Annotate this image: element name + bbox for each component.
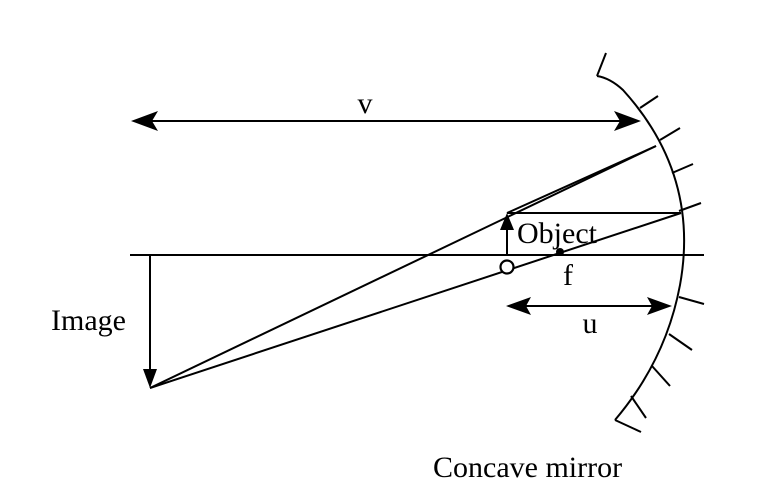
ray-reflected-back — [149, 145, 657, 389]
u-arrowhead-left — [506, 297, 531, 315]
image-label: Image — [51, 304, 126, 337]
v-label: v — [358, 87, 373, 120]
mirror-hatch — [659, 127, 681, 141]
mirror-hatch — [596, 52, 607, 77]
f-label: f — [563, 259, 573, 292]
v-arrowhead-left — [131, 111, 158, 131]
mirror-hatch — [678, 202, 702, 212]
v-arrowhead-right — [614, 111, 641, 131]
object-arrowhead — [500, 213, 514, 230]
mirror-hatch — [639, 95, 659, 109]
image-arrow — [143, 255, 157, 388]
ray-reflected-through-focus — [149, 212, 682, 389]
concave-mirror — [596, 52, 705, 433]
mirror-hatch — [671, 163, 694, 174]
mirror-hatch — [668, 333, 693, 351]
ray-diagram — [149, 145, 682, 389]
u-label: u — [583, 307, 598, 340]
mirror-label: Concave mirror — [433, 451, 622, 484]
image-arrowhead — [143, 369, 157, 388]
mirror-surface — [596, 75, 686, 421]
mirror-hatch — [678, 296, 705, 305]
object-arrow — [500, 213, 514, 255]
u-dimension — [506, 297, 672, 315]
mirror-hatch — [651, 365, 671, 387]
focus-point — [556, 248, 564, 256]
v-dimension — [131, 111, 641, 131]
mirror-hatch — [614, 419, 642, 433]
object-label: Object — [517, 217, 598, 250]
center-of-curvature-point — [499, 259, 515, 275]
u-arrowhead-right — [647, 297, 672, 315]
mirror-hatch — [630, 395, 647, 419]
